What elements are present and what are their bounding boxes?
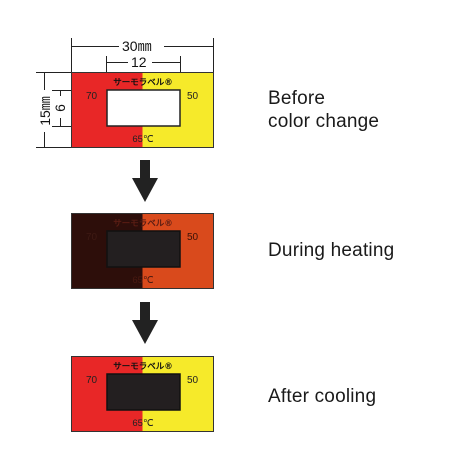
dim-line-12-right <box>152 62 180 63</box>
stage-label-line: Before <box>268 88 326 109</box>
width-dimension-label: 30㎜ <box>122 38 152 54</box>
brand-text: サーモラベル® <box>113 78 173 88</box>
dim-extension-left <box>71 38 72 72</box>
brand-text: サーモラベル® <box>113 362 173 372</box>
dim-extension-top <box>36 72 72 73</box>
stage-label-cooling: After cooling <box>268 385 376 408</box>
stage-label-line: color change <box>268 111 380 132</box>
inner-height-dimension-label: 6 <box>52 104 68 112</box>
indicator-window <box>106 373 181 411</box>
dim-extension-inner-top <box>52 90 72 91</box>
dim-line-30-right <box>164 46 213 47</box>
dim-line-15-bottom <box>44 132 45 147</box>
indicator-window <box>106 89 181 127</box>
bottom-temp-text: 65℃ <box>132 134 154 145</box>
indicator-window <box>106 230 181 268</box>
right-temp-text: 50 <box>187 91 199 102</box>
stage-label-line: After cooling <box>268 386 377 407</box>
stage-label-before: Before color change <box>268 87 379 133</box>
dim-line-15-top <box>44 72 45 90</box>
left-temp-text: 70 <box>86 91 98 102</box>
thermo-label-heating: サーモラベル® 70 50 65℃ <box>71 213 214 289</box>
left-temp-text: 70 <box>86 375 98 386</box>
label-outline <box>71 72 214 148</box>
thermo-label-before: サーモラベル® 70 50 65℃ <box>71 72 214 148</box>
right-temp-text: 50 <box>187 375 199 386</box>
inner-width-dimension-label: 12 <box>131 54 147 70</box>
label-outline <box>71 213 214 289</box>
bottom-temp-text: 65℃ <box>132 418 154 429</box>
left-temp-text: 70 <box>86 232 98 243</box>
bottom-temp-text: 65℃ <box>132 275 154 286</box>
stage-label-heating: During heating <box>268 239 394 262</box>
dim-line-30-left <box>71 46 119 47</box>
dim-line-6-top <box>60 90 61 96</box>
down-arrow-icon <box>132 160 158 202</box>
right-temp-text: 50 <box>187 232 199 243</box>
height-dimension-label: 15㎜ <box>37 96 53 126</box>
dim-extension-right <box>213 38 214 72</box>
down-arrow-icon <box>132 302 158 344</box>
dim-line-12-left <box>106 62 128 63</box>
dim-extension-bottom <box>36 147 72 148</box>
dim-extension-inner-bottom <box>52 126 72 127</box>
label-outline <box>71 356 214 432</box>
thermo-label-after: サーモラベル® 70 50 65℃ <box>71 356 214 432</box>
brand-text: サーモラベル® <box>113 219 173 229</box>
dim-line-6-bottom <box>60 118 61 126</box>
stage-label-line: During heating <box>268 240 395 261</box>
